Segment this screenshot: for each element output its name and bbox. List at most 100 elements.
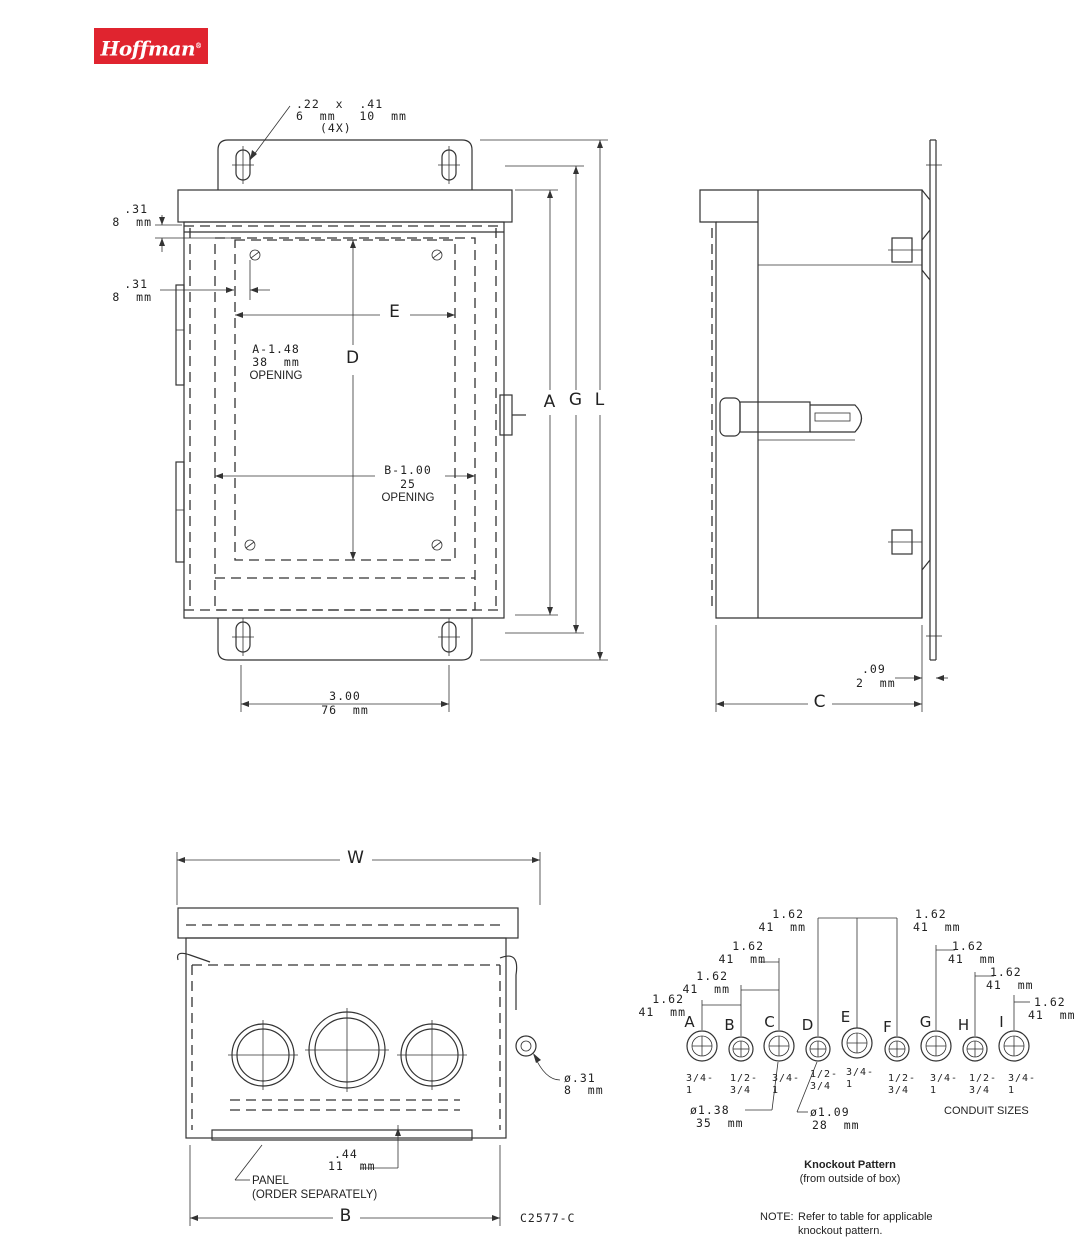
- latch-side: [719, 397, 741, 437]
- knockout-hole-a: [686, 1030, 718, 1062]
- front-view: [155, 105, 608, 712]
- latch-arm: [739, 401, 811, 433]
- spacing-1-in: 1.62: [652, 992, 684, 1006]
- knockout-hole-i: [998, 1030, 1030, 1062]
- bottom-cover: [177, 907, 519, 939]
- size-c-line1: 3/4-: [772, 1073, 801, 1084]
- panel-label-line1: PANEL: [252, 1175, 289, 1187]
- bottom-mounting-flange: [217, 618, 473, 661]
- opening-a-mm: 38 mm: [252, 355, 300, 369]
- dim-hole-mm: 8 mm: [564, 1083, 604, 1097]
- mounting-flange-side: [921, 189, 931, 618]
- knockout-title: Knockout Pattern: [804, 1159, 896, 1171]
- opening-a-word: OPENING: [249, 370, 303, 382]
- opening-b-in: B-1.00: [384, 463, 432, 477]
- spacing-2-in: 1.62: [696, 969, 728, 983]
- size-i-line2: 1: [1008, 1085, 1016, 1096]
- side-view: [699, 139, 948, 712]
- label-w: W: [347, 848, 365, 868]
- spacing-3-in: 1.62: [732, 939, 764, 953]
- hinge: [175, 284, 185, 386]
- enclosure-body: [183, 221, 505, 619]
- spacing-6-in: 1.62: [952, 939, 984, 953]
- opening-a-in: A-1.48: [252, 342, 300, 356]
- knockout-hole-f: [884, 1036, 910, 1062]
- dim-hole-in: ø.31: [564, 1071, 596, 1085]
- size-c-line2: 1: [772, 1085, 780, 1096]
- spacing-6-mm: 41 mm: [948, 952, 996, 966]
- panel-label-line2: (ORDER SEPARATELY): [252, 1189, 378, 1201]
- spacing-7-in: 1.62: [990, 965, 1022, 979]
- knockout-hole-h: [962, 1036, 988, 1062]
- drawing-number: C2577-C: [520, 1211, 576, 1225]
- slot-dim-qty: (4X): [320, 121, 352, 135]
- opening-b-mm: 25: [400, 477, 416, 491]
- dim-031-top-mm: 8 mm: [112, 215, 152, 229]
- padlock-hole: [515, 1035, 537, 1057]
- spacing-1-mm: 41 mm: [638, 1005, 686, 1019]
- spacing-8-mm: 41 mm: [1028, 1008, 1076, 1022]
- spacing-8-in: 1.62: [1034, 995, 1066, 1009]
- label-g: G: [568, 390, 584, 410]
- spacing-5-mm: 41 mm: [913, 920, 961, 934]
- knockout-hole-c: [763, 1030, 795, 1062]
- panel-base: [211, 1129, 473, 1141]
- spacing-2-mm: 41 mm: [682, 982, 730, 996]
- slot-dim-mm: 6 mm 10 mm: [296, 109, 407, 123]
- hole-letter-h: H: [957, 1016, 971, 1034]
- label-a: A: [543, 392, 557, 412]
- knockout-pattern: [686, 917, 1030, 1113]
- brand-name: Hoffman: [100, 36, 196, 61]
- dim-031-left-in: .31: [124, 277, 148, 291]
- inner-panel: [234, 239, 456, 561]
- knockout-hole-g: [920, 1030, 952, 1062]
- label-l: L: [594, 390, 606, 410]
- size-d-line1: 1/2-: [810, 1069, 839, 1080]
- size-b-line2: 3/4: [730, 1085, 752, 1096]
- hoffman-logo: Hoffman®: [94, 28, 208, 64]
- size-f-line1: 1/2-: [888, 1073, 917, 1084]
- latch-tongue: [810, 404, 863, 433]
- hole-letter-b: B: [724, 1016, 736, 1034]
- size-f-line2: 3/4: [888, 1085, 910, 1096]
- spacing-5-in: 1.62: [915, 907, 947, 921]
- label-e: E: [389, 302, 401, 322]
- hole-letter-d: D: [801, 1016, 815, 1034]
- dia-small-in: ø1.09: [810, 1105, 850, 1119]
- size-h-line1: 1/2-: [969, 1073, 998, 1084]
- label-d: D: [345, 348, 361, 368]
- hole-letter-c: C: [764, 1013, 776, 1031]
- dim-300-mm: 76 mm: [321, 703, 369, 717]
- spacing-4-mm: 41 mm: [758, 920, 806, 934]
- spacing-7-mm: 41 mm: [986, 978, 1034, 992]
- size-e-line2: 1: [846, 1079, 854, 1090]
- top-mounting-flange: [217, 139, 473, 190]
- spacing-4-in: 1.62: [772, 907, 804, 921]
- hole-letter-g: G: [919, 1013, 933, 1031]
- conduit-sizes-label: CONDUIT SIZES: [944, 1105, 1029, 1117]
- label-b: B: [339, 1206, 353, 1226]
- size-g-line1: 3/4-: [930, 1073, 959, 1084]
- knockout-hole-d: [805, 1036, 831, 1062]
- dia-large-mm: 35 mm: [696, 1116, 744, 1130]
- size-d-line2: 3/4: [810, 1081, 832, 1092]
- note-line1: Refer to table for applicable: [798, 1211, 933, 1223]
- dia-small-mm: 28 mm: [812, 1118, 860, 1132]
- hole-letter-e: E: [840, 1008, 852, 1026]
- dim-300-in: 3.00: [329, 689, 361, 703]
- dim-044-mm: 11 mm: [328, 1159, 376, 1173]
- size-b-line1: 1/2-: [730, 1073, 759, 1084]
- size-g-line2: 1: [930, 1085, 938, 1096]
- size-e-line1: 3/4-: [846, 1067, 875, 1078]
- spacing-3-mm: 41 mm: [718, 952, 766, 966]
- note-line2: knockout pattern.: [798, 1225, 883, 1237]
- size-a-line2: 1: [686, 1085, 694, 1096]
- size-a-line1: 3/4-: [686, 1073, 715, 1084]
- dim-009-in: .09: [862, 662, 886, 676]
- hole-letter-i: I: [999, 1013, 1005, 1031]
- dim-031-top-in: .31: [124, 202, 148, 216]
- knockout-holes-bottom: [228, 1008, 467, 1092]
- registered-mark: ®: [195, 41, 202, 50]
- label-c: C: [813, 692, 827, 712]
